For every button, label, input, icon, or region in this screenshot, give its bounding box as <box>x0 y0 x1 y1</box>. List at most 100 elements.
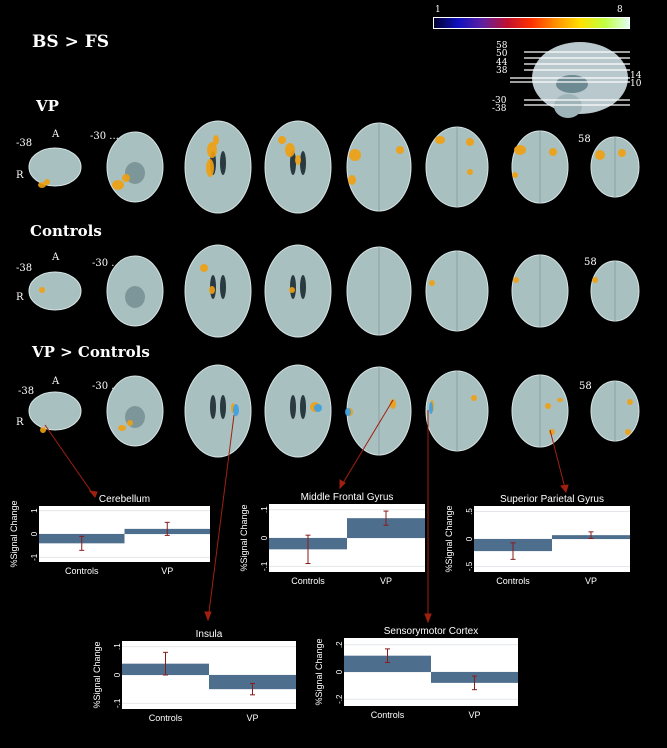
connector-line-mfg <box>339 399 394 489</box>
row-label-vp-controls: VP > Controls <box>32 343 150 361</box>
brainstem <box>125 286 145 308</box>
slice-outline <box>184 120 252 214</box>
slice-label-second: -30 ... <box>92 258 121 269</box>
y-axis-label: %Signal Change <box>9 500 19 567</box>
activation-cluster <box>618 149 626 157</box>
y-axis-label: %Signal Change <box>239 504 249 571</box>
slice-label-first: -38 <box>16 138 33 149</box>
chart-title: Superior Parietal Gyrus <box>500 494 604 505</box>
activation-cluster <box>513 277 519 283</box>
slice-outline <box>28 391 82 431</box>
y-tick-label: 0 <box>260 535 269 540</box>
x-tick-label: VP <box>585 576 597 586</box>
chart-middle-frontal-gyrus: Middle Frontal Gyrus-.10.1%Signal Change… <box>239 492 425 586</box>
slice-label-first: -38 <box>18 386 35 397</box>
sagittal-label: 38 <box>496 66 508 76</box>
slice-outline <box>28 147 82 187</box>
sagittal-label: -30 <box>492 96 507 106</box>
sagittal-label: -38 <box>492 104 507 114</box>
brain-slice <box>511 254 569 328</box>
x-tick-label: Controls <box>371 710 405 720</box>
ventricle <box>300 395 306 419</box>
brain-slice <box>590 136 640 198</box>
slice-outline <box>264 120 332 214</box>
slice-label-last: 58 <box>584 257 597 268</box>
brain-slice <box>425 126 489 208</box>
deactivation-cluster <box>345 408 351 416</box>
y-tick-label: 0 <box>465 536 474 541</box>
slice-label-second: -30 ... <box>90 131 119 142</box>
sagittal-label: 10 <box>630 79 642 89</box>
deactivation-cluster <box>233 404 239 416</box>
y-axis-label: %Signal Change <box>314 638 324 705</box>
activation-cluster <box>429 280 435 286</box>
sagittal-label: 14 <box>630 71 642 81</box>
orientation-a-label: A <box>52 376 60 387</box>
deactivation-cluster <box>314 404 322 412</box>
ventricle <box>300 275 306 299</box>
activation-cluster <box>127 420 133 426</box>
activation-cluster <box>207 142 217 158</box>
connector-arrow <box>88 490 98 498</box>
brain-slice <box>264 120 332 214</box>
brain-slice <box>106 375 164 447</box>
ventricle <box>290 275 296 299</box>
chart-title: Cerebellum <box>99 494 150 505</box>
activation-cluster <box>466 138 474 146</box>
ventricle <box>290 395 296 419</box>
slice-label-first: -38 <box>16 263 33 274</box>
x-tick-label: VP <box>161 566 173 576</box>
activation-cluster <box>467 169 473 175</box>
brain-slice <box>590 380 640 442</box>
connector-arrow <box>560 484 569 494</box>
slice-lines <box>510 51 630 106</box>
y-tick-label: -.1 <box>113 698 122 708</box>
sagittal-label: 44 <box>496 58 508 68</box>
brain-slice <box>346 122 412 212</box>
brain-slice <box>106 255 164 327</box>
orientation-r-label: R <box>16 417 24 428</box>
activation-cluster <box>122 174 130 182</box>
sagittal-label: 58 <box>496 41 508 51</box>
brain-slice <box>346 246 412 336</box>
x-tick-label: Controls <box>496 576 530 586</box>
y-tick-label: -1 <box>30 553 39 561</box>
x-tick-label: VP <box>246 713 258 723</box>
brain-slice <box>106 131 164 203</box>
brain-slice <box>425 250 489 332</box>
ventricle <box>220 275 226 299</box>
x-tick-label: VP <box>468 710 480 720</box>
activation-cluster <box>38 182 46 188</box>
activation-cluster <box>348 175 356 185</box>
activation-cluster <box>549 148 557 156</box>
x-tick-label: Controls <box>291 576 325 586</box>
row-label-vp: VP <box>36 97 59 115</box>
orientation-a-label: A <box>52 129 60 140</box>
y-tick-label: -.2 <box>335 694 344 704</box>
bar <box>344 655 431 672</box>
connector-arrow <box>424 613 432 624</box>
activation-cluster <box>39 287 45 293</box>
sagittal-ventricle <box>556 75 588 93</box>
y-tick-label: 0 <box>30 531 39 536</box>
y-tick-label: -.1 <box>260 561 269 571</box>
slice-label-second: -30 ... <box>92 381 121 392</box>
brainstem <box>125 162 145 184</box>
activation-cluster <box>278 136 286 144</box>
activation-cluster <box>545 403 551 409</box>
activation-cluster <box>557 398 563 402</box>
orientation-a-label: A <box>52 252 60 263</box>
activation-cluster <box>295 155 301 165</box>
row-label-controls: Controls <box>30 222 102 240</box>
brain-slice <box>264 244 332 338</box>
bar <box>347 518 425 538</box>
ventricle <box>210 395 216 419</box>
y-tick-label: -.5 <box>465 561 474 571</box>
brain-slice <box>511 374 569 448</box>
slice-outline <box>184 364 252 458</box>
orientation-r-label: R <box>16 170 24 181</box>
brain-slice <box>590 260 640 322</box>
brain-slice <box>184 120 252 214</box>
